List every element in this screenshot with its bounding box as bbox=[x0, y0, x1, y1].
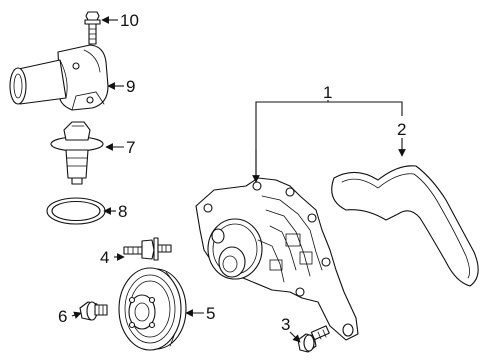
flange-bolt-6[interactable] bbox=[79, 301, 108, 321]
callout-5: 5 bbox=[206, 304, 215, 323]
stud-bolt-4[interactable] bbox=[123, 237, 172, 261]
leader-6 bbox=[71, 311, 82, 319]
callout-9: 9 bbox=[126, 77, 135, 96]
callout-labels: 10 9 7 8 4 5 6 3 1 2 bbox=[58, 11, 406, 334]
callout-4: 4 bbox=[100, 248, 109, 267]
thermostat-7[interactable] bbox=[50, 121, 104, 185]
thermostat-housing-9[interactable] bbox=[9, 44, 109, 111]
leader-1-frame bbox=[255, 101, 403, 182]
leader-3 bbox=[289, 331, 301, 343]
bolt-10[interactable] bbox=[84, 11, 101, 45]
callout-2: 2 bbox=[397, 120, 406, 139]
bolt-3[interactable] bbox=[297, 325, 330, 353]
callout-10: 10 bbox=[120, 11, 139, 30]
gasket-8[interactable] bbox=[46, 197, 106, 225]
drive-belt-2[interactable] bbox=[331, 165, 479, 287]
callout-7: 7 bbox=[126, 138, 135, 157]
callout-1: 1 bbox=[323, 83, 332, 102]
water-pump-1[interactable] bbox=[195, 177, 359, 341]
callout-8: 8 bbox=[118, 202, 127, 221]
callout-3: 3 bbox=[281, 315, 290, 334]
callout-6: 6 bbox=[58, 307, 67, 326]
pulley-5[interactable] bbox=[118, 267, 187, 351]
leader-lines bbox=[71, 16, 406, 343]
